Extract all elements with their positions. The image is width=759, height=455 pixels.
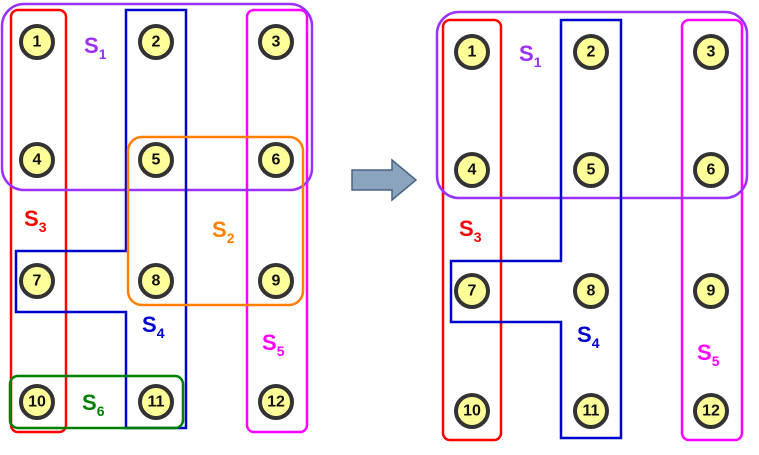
- left-node-1: 1: [19, 24, 55, 60]
- left-label-s6: S6: [82, 390, 105, 419]
- svg-text:8: 8: [152, 273, 161, 290]
- left-node-8: 8: [138, 263, 174, 299]
- left-set-s6-outline: [8, 374, 185, 430]
- left-node-3: 3: [258, 24, 294, 60]
- svg-text:11: 11: [583, 403, 600, 420]
- left-label-s5: S5: [262, 330, 285, 359]
- right-node-5: 5: [573, 152, 609, 188]
- left-diagram: 1 2 3 4 5 6 7 8 9 10 11 12 S1 S2 S3 S4 S…: [0, 2, 314, 434]
- right-set-s5-outline: [680, 18, 744, 442]
- right-set-s1-outline: [435, 10, 749, 200]
- right-label-s5: S5: [697, 340, 720, 369]
- right-arrow-icon: [351, 158, 418, 202]
- left-node-6: 6: [258, 142, 294, 178]
- right-node-7: 7: [454, 273, 490, 309]
- right-node-8: 8: [573, 273, 609, 309]
- left-label-s4: S4: [142, 312, 165, 341]
- right-label-s4: S4: [577, 322, 600, 351]
- svg-text:9: 9: [707, 283, 716, 300]
- right-diagram: 1 2 3 4 5 6 7 8 9 10 11 12 S1 S3 S4 S5: [435, 10, 749, 442]
- left-label-s1: S1: [84, 33, 107, 62]
- svg-text:6: 6: [272, 152, 281, 169]
- svg-text:6: 6: [707, 162, 716, 179]
- svg-text:10: 10: [463, 403, 481, 420]
- left-node-4: 4: [19, 142, 55, 178]
- left-set-s1-outline: [0, 2, 314, 192]
- left-set-s2-outline: [126, 135, 305, 307]
- left-set-s4-outline: [14, 8, 188, 430]
- left-node-2: 2: [138, 24, 174, 60]
- svg-text:7: 7: [468, 283, 477, 300]
- svg-text:5: 5: [587, 162, 596, 179]
- right-node-4: 4: [454, 152, 490, 188]
- svg-text:4: 4: [468, 162, 477, 179]
- svg-text:8: 8: [587, 283, 596, 300]
- right-label-s3: S3: [459, 216, 482, 245]
- svg-text:1: 1: [468, 44, 477, 61]
- svg-text:5: 5: [152, 152, 161, 169]
- svg-text:4: 4: [33, 152, 42, 169]
- right-set-s3-outline: [441, 18, 503, 442]
- right-node-3: 3: [693, 34, 729, 70]
- right-node-11: 11: [573, 393, 609, 429]
- svg-text:3: 3: [272, 34, 281, 51]
- left-node-9: 9: [258, 263, 294, 299]
- left-node-10: 10: [19, 384, 55, 420]
- right-node-10: 10: [454, 393, 490, 429]
- svg-text:9: 9: [272, 273, 281, 290]
- left-node-12: 12: [258, 384, 294, 420]
- left-node-11: 11: [138, 384, 174, 420]
- svg-text:3: 3: [707, 44, 716, 61]
- left-set-s5-outline: [245, 8, 309, 434]
- left-node-5: 5: [138, 142, 174, 178]
- right-node-1: 1: [454, 34, 490, 70]
- svg-text:1: 1: [33, 34, 42, 51]
- svg-text:10: 10: [28, 394, 46, 411]
- svg-text:2: 2: [152, 34, 161, 51]
- svg-text:12: 12: [267, 394, 285, 411]
- right-node-2: 2: [573, 34, 609, 70]
- right-set-s4-outline: [449, 18, 623, 440]
- left-set-s3-outline: [9, 8, 68, 434]
- left-node-7: 7: [19, 263, 55, 299]
- svg-text:12: 12: [702, 403, 720, 420]
- svg-text:11: 11: [148, 394, 165, 411]
- right-node-12: 12: [693, 393, 729, 429]
- svg-text:2: 2: [587, 44, 596, 61]
- right-node-6: 6: [693, 152, 729, 188]
- left-label-s2: S2: [212, 217, 235, 246]
- svg-text:7: 7: [33, 273, 42, 290]
- right-label-s1: S1: [519, 41, 542, 70]
- left-label-s3: S3: [24, 206, 47, 235]
- right-node-9: 9: [693, 273, 729, 309]
